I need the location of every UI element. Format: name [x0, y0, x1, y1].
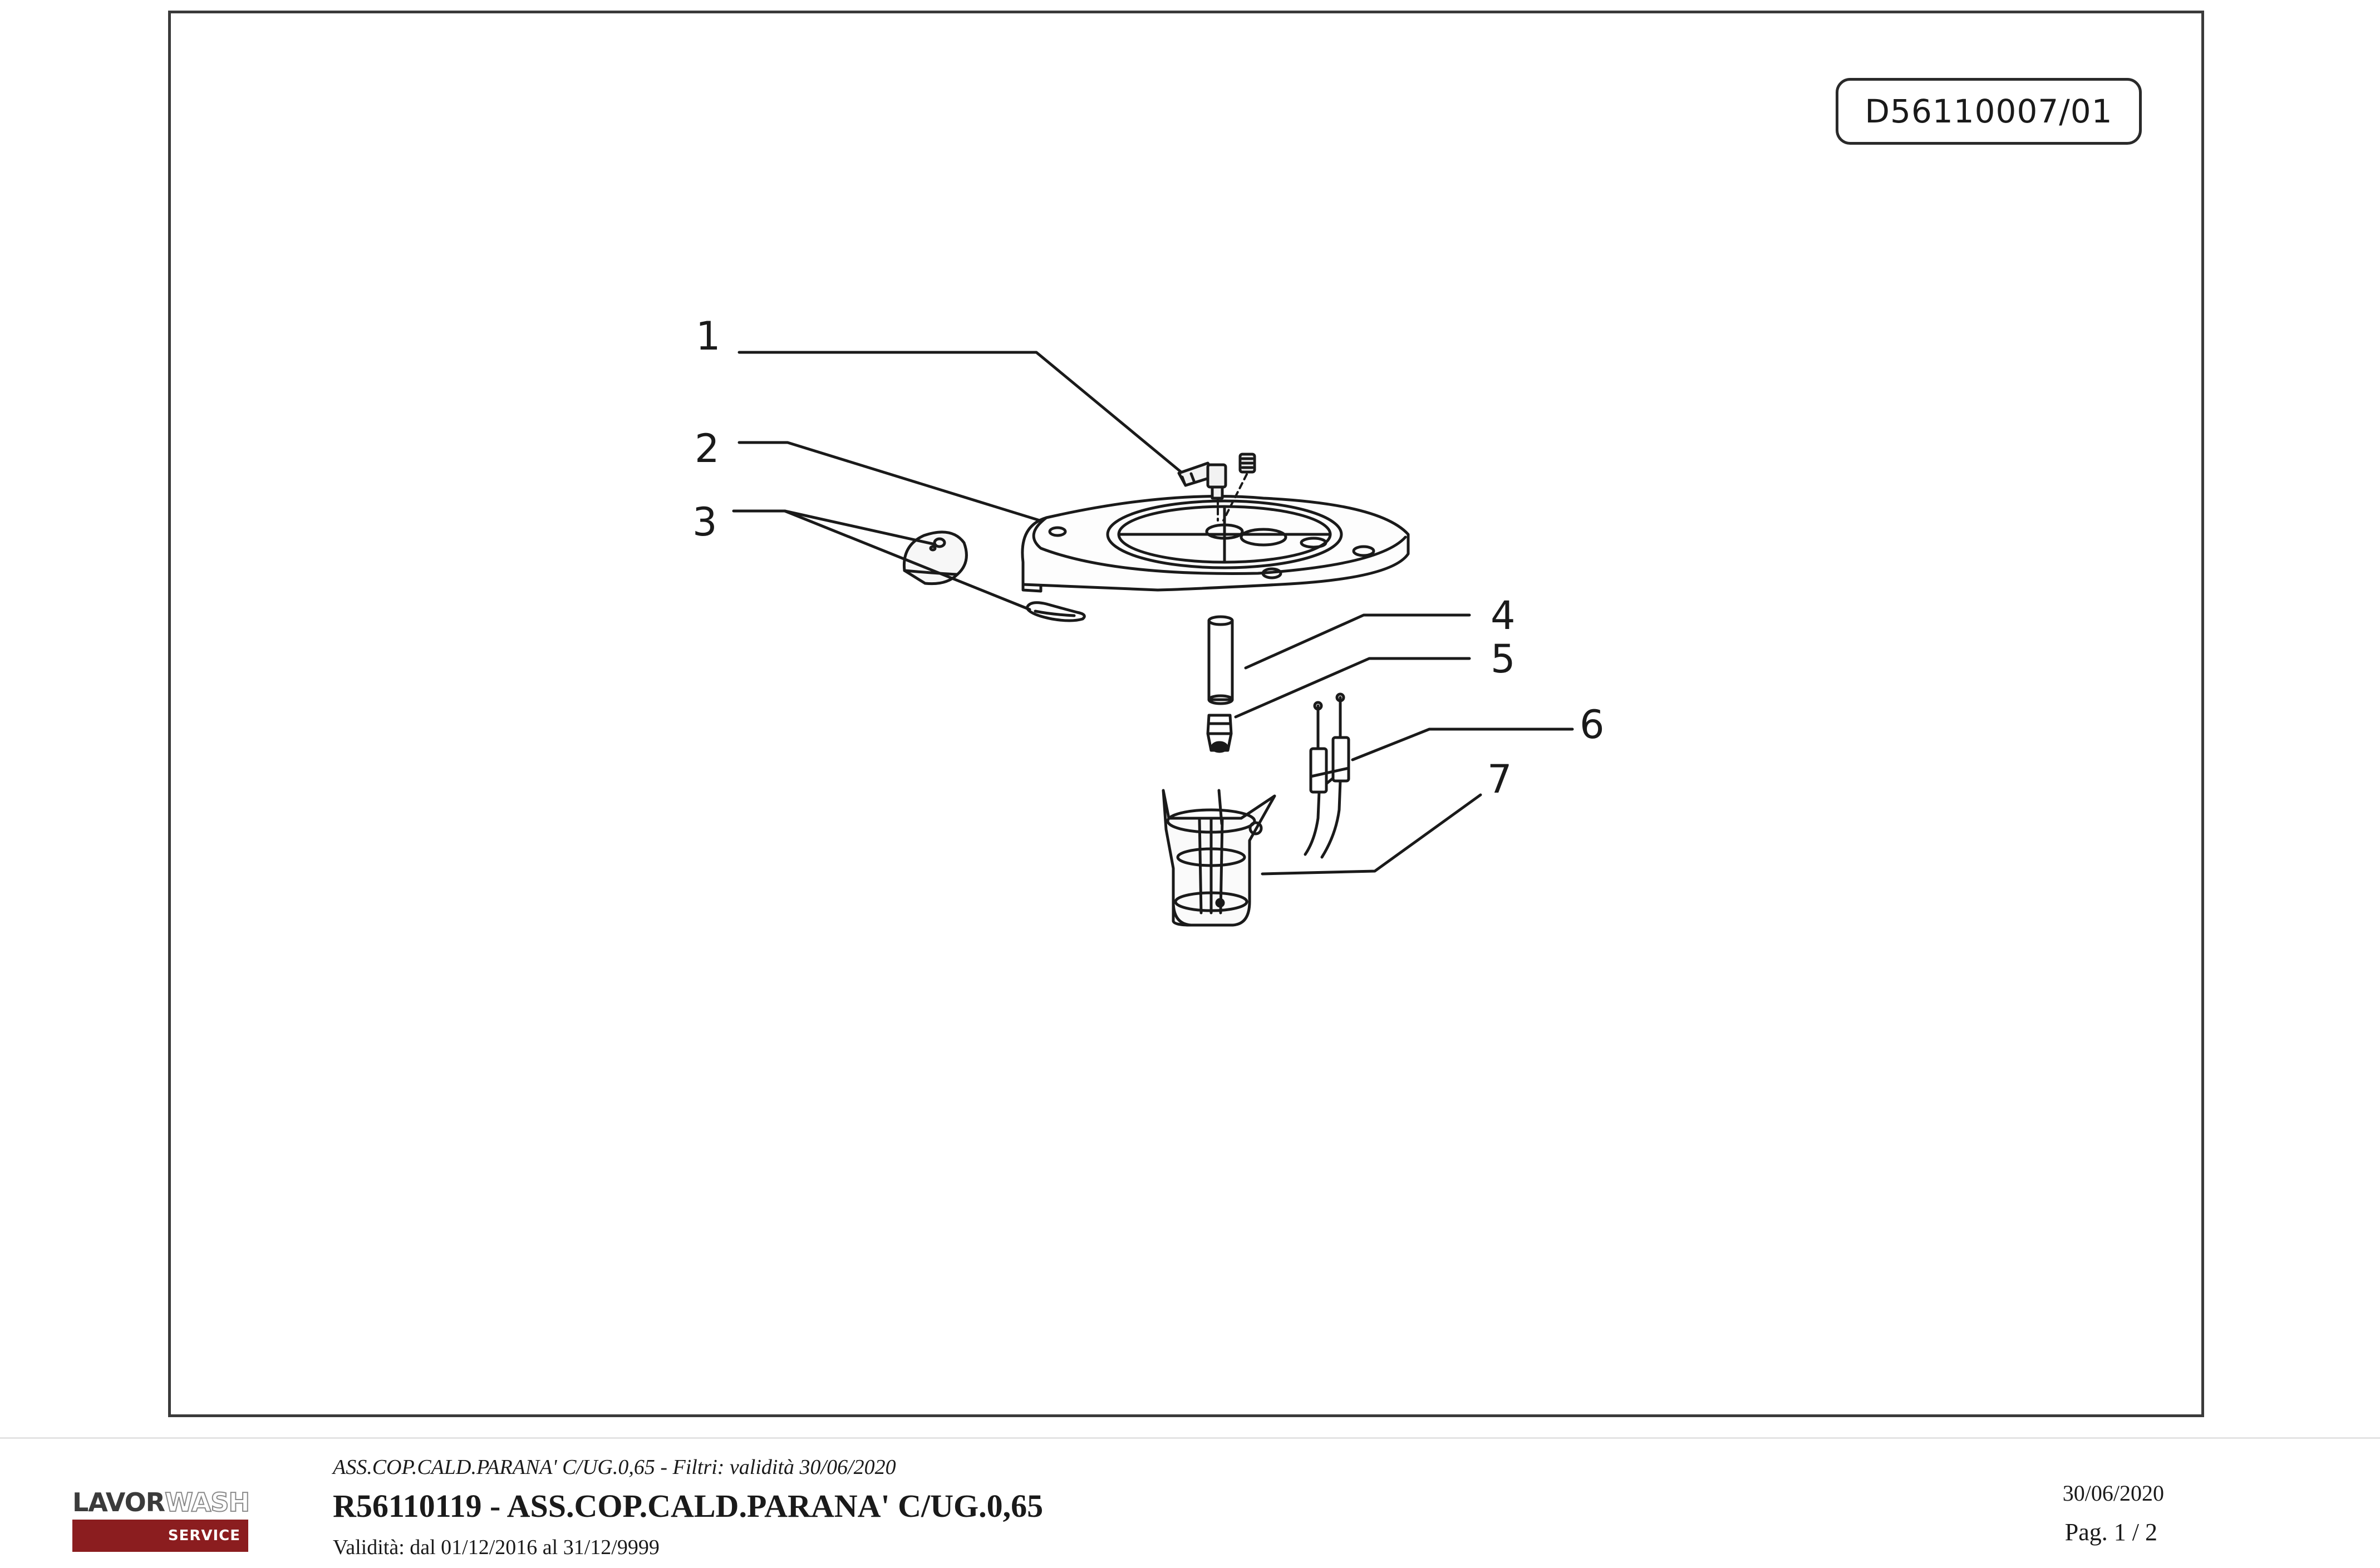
logo-service-text: SERVICE — [168, 1527, 240, 1544]
callout-6: 6 — [1580, 702, 1605, 748]
callout-numbers: 1 2 3 4 5 6 7 — [692, 313, 1605, 802]
footer-separator — [0, 1437, 2380, 1439]
burner-diffuser — [1162, 789, 1276, 927]
print-date: 30/06/2020 — [2062, 1481, 2164, 1506]
inspection-cover — [902, 530, 968, 586]
retaining-clip — [1025, 601, 1086, 622]
ignition-electrodes — [1304, 692, 1350, 859]
logo-service-bar: SERVICE — [72, 1520, 248, 1552]
nozzle — [1206, 714, 1233, 753]
validity-range: Validità: dal 01/12/2016 al 31/12/9999 — [333, 1536, 660, 1559]
callout-7: 7 — [1487, 756, 1512, 802]
drawing-code-label: D56110007/01 — [1836, 78, 2142, 145]
logo-brand-primary: LAVOR — [72, 1487, 165, 1517]
drawing-frame — [168, 11, 2204, 1417]
page-number: Pag. 1 / 2 — [2064, 1518, 2157, 1546]
burner-tube — [1207, 615, 1234, 705]
callout-4: 4 — [1491, 593, 1516, 638]
callout-3: 3 — [692, 499, 717, 545]
callout-1: 1 — [696, 313, 721, 359]
callout-2: 2 — [695, 426, 720, 471]
boiler-cover-plate — [1021, 495, 1410, 593]
logo-brand-secondary: WASH — [164, 1487, 250, 1517]
callout-5: 5 — [1491, 636, 1516, 682]
leader-lines — [732, 351, 1574, 876]
document-title: R56110119 - ASS.COP.CALD.PARANA' C/UG.0,… — [333, 1488, 1044, 1524]
document-subtitle: ASS.COP.CALD.PARANA' C/UG.0,65 - Filtri:… — [333, 1456, 896, 1479]
elbow-fitting — [1177, 453, 1256, 522]
